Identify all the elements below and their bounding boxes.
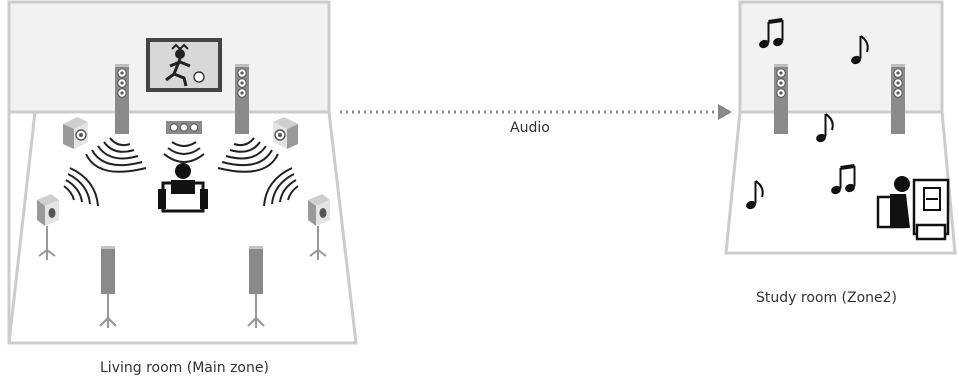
zone2-left-tower-speaker-icon — [774, 64, 788, 134]
study-room-label: Study room (Zone2) — [756, 290, 897, 306]
front-left-tower-speaker-icon — [115, 64, 129, 134]
receiver-icon — [914, 180, 948, 239]
tv-icon — [146, 38, 222, 92]
center-speaker-icon — [166, 121, 202, 134]
front-right-tower-speaker-icon — [235, 64, 249, 134]
audio-arrow — [340, 104, 732, 120]
living-room-label: Living room (Main zone) — [100, 360, 269, 376]
audio-label: Audio — [510, 120, 550, 136]
zone2-right-tower-speaker-icon — [891, 64, 905, 134]
